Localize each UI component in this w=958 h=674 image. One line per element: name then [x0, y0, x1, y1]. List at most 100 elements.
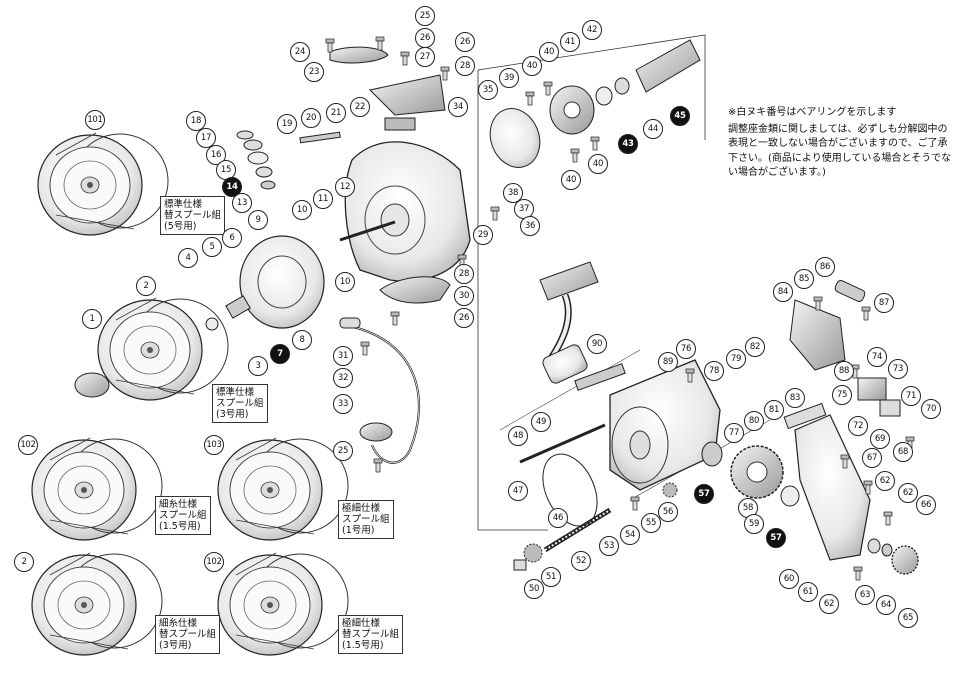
- spool-label-2: 標準仕様 スプール組 (3号用): [212, 384, 268, 423]
- callout: 41: [560, 32, 580, 52]
- callout: 20: [301, 108, 321, 128]
- label-line: スプール組: [342, 514, 390, 525]
- label-line: (1号用): [342, 525, 375, 536]
- callout: 10: [335, 272, 355, 292]
- callout: 6: [222, 228, 242, 248]
- spool-2b-part: [31, 552, 163, 656]
- callout: 67: [862, 448, 882, 468]
- callout: 78: [704, 361, 724, 381]
- callout: 3: [248, 356, 268, 376]
- callout: 46: [548, 508, 568, 528]
- callout: 87: [874, 293, 894, 313]
- callout: 80: [744, 411, 764, 431]
- callout: 1: [82, 309, 102, 329]
- callout: 68: [893, 442, 913, 462]
- callout: 102: [18, 435, 38, 455]
- spool-label-102b: 極細仕様 替スプール組 (1.5号用): [338, 615, 404, 654]
- callout: 103: [204, 435, 224, 455]
- callout-bearing: 14: [222, 177, 242, 197]
- callout: 2: [14, 552, 34, 572]
- callout-bearing: 45: [670, 106, 690, 126]
- callout: 56: [658, 502, 678, 522]
- callout: 26: [454, 308, 474, 328]
- callout: 101: [85, 110, 105, 130]
- callout: 50: [524, 579, 544, 599]
- callout: 52: [571, 551, 591, 571]
- callout: 44: [643, 119, 663, 139]
- callout: 61: [798, 582, 818, 602]
- label-line: (1.5号用): [159, 521, 201, 532]
- spool-102b-part: [217, 552, 349, 656]
- callout: 76: [676, 339, 696, 359]
- callout: 49: [531, 412, 551, 432]
- callout: 48: [508, 426, 528, 446]
- callout: 25: [333, 441, 353, 461]
- callout: 65: [898, 608, 918, 628]
- callout: 63: [855, 585, 875, 605]
- label-line: (5号用): [164, 221, 197, 232]
- rotor-body-part: [344, 141, 471, 282]
- callout: 35: [478, 80, 498, 100]
- label-line: 極細仕様: [342, 618, 381, 629]
- callout: 88: [834, 361, 854, 381]
- callout: 90: [587, 334, 607, 354]
- callout: 38: [503, 183, 523, 203]
- callout: 40: [522, 56, 542, 76]
- callout-bearing: 57: [766, 528, 786, 548]
- callout: 69: [870, 429, 890, 449]
- rotor-plate-part: [239, 235, 325, 329]
- spool-101-part: [37, 132, 169, 236]
- callout: 40: [561, 170, 581, 190]
- callout: 19: [277, 114, 297, 134]
- label-line: 極細仕様: [342, 503, 381, 514]
- callout: 28: [454, 264, 474, 284]
- callout: 64: [876, 595, 896, 615]
- callout: 83: [785, 388, 805, 408]
- callout: 32: [333, 368, 353, 388]
- callout: 62: [819, 594, 839, 614]
- callout: 34: [448, 97, 468, 117]
- callout: 27: [415, 47, 435, 67]
- callout: 54: [620, 525, 640, 545]
- spool-label-2b: 細糸仕様 替スプール組 (3号用): [155, 615, 221, 654]
- callout: 2: [136, 276, 156, 296]
- spool-103-part: [217, 437, 349, 541]
- callout: 12: [335, 177, 355, 197]
- callout: 5: [202, 237, 222, 257]
- callout: 26: [415, 28, 435, 48]
- notes-block: ※白ヌキ番号はベアリングを示します 調整座金類に関しましては、必ずしも分解図中の…: [728, 106, 954, 181]
- label-line: 替スプール組: [342, 629, 400, 640]
- callout: 18: [186, 111, 206, 131]
- callout: 39: [499, 68, 519, 88]
- callout: 71: [901, 386, 921, 406]
- callout: 62: [898, 483, 918, 503]
- callout: 84: [773, 282, 793, 302]
- callout: 17: [196, 128, 216, 148]
- spool-label-103: 極細仕様 スプール組 (1号用): [338, 500, 394, 539]
- label-line: スプール組: [159, 510, 207, 521]
- spool-2-part: [97, 297, 229, 401]
- callout: 75: [832, 385, 852, 405]
- callout: 59: [744, 514, 764, 534]
- callout: 8: [292, 330, 312, 350]
- washer-disclaimer: 調整座金類に関しましては、必ずしも分解図中の表現と一致しない場合がございますので…: [728, 123, 952, 179]
- label-line: 細糸仕様: [159, 618, 198, 629]
- callout-bearing: 7: [270, 344, 290, 364]
- callout: 82: [745, 337, 765, 357]
- label-line: スプール組: [216, 398, 264, 409]
- callout: 21: [326, 103, 346, 123]
- callout: 31: [333, 346, 353, 366]
- callout: 51: [541, 567, 561, 587]
- callout: 40: [539, 42, 559, 62]
- callout: 77: [724, 423, 744, 443]
- callout: 89: [658, 352, 678, 372]
- callout: 85: [794, 269, 814, 289]
- label-line: 替スプール組: [164, 210, 222, 221]
- callout: 29: [473, 225, 493, 245]
- callout: 70: [921, 399, 941, 419]
- callout: 53: [599, 536, 619, 556]
- callout-bearing: 57: [694, 484, 714, 504]
- spool-label-101: 標準仕様 替スプール組 (5号用): [160, 196, 226, 235]
